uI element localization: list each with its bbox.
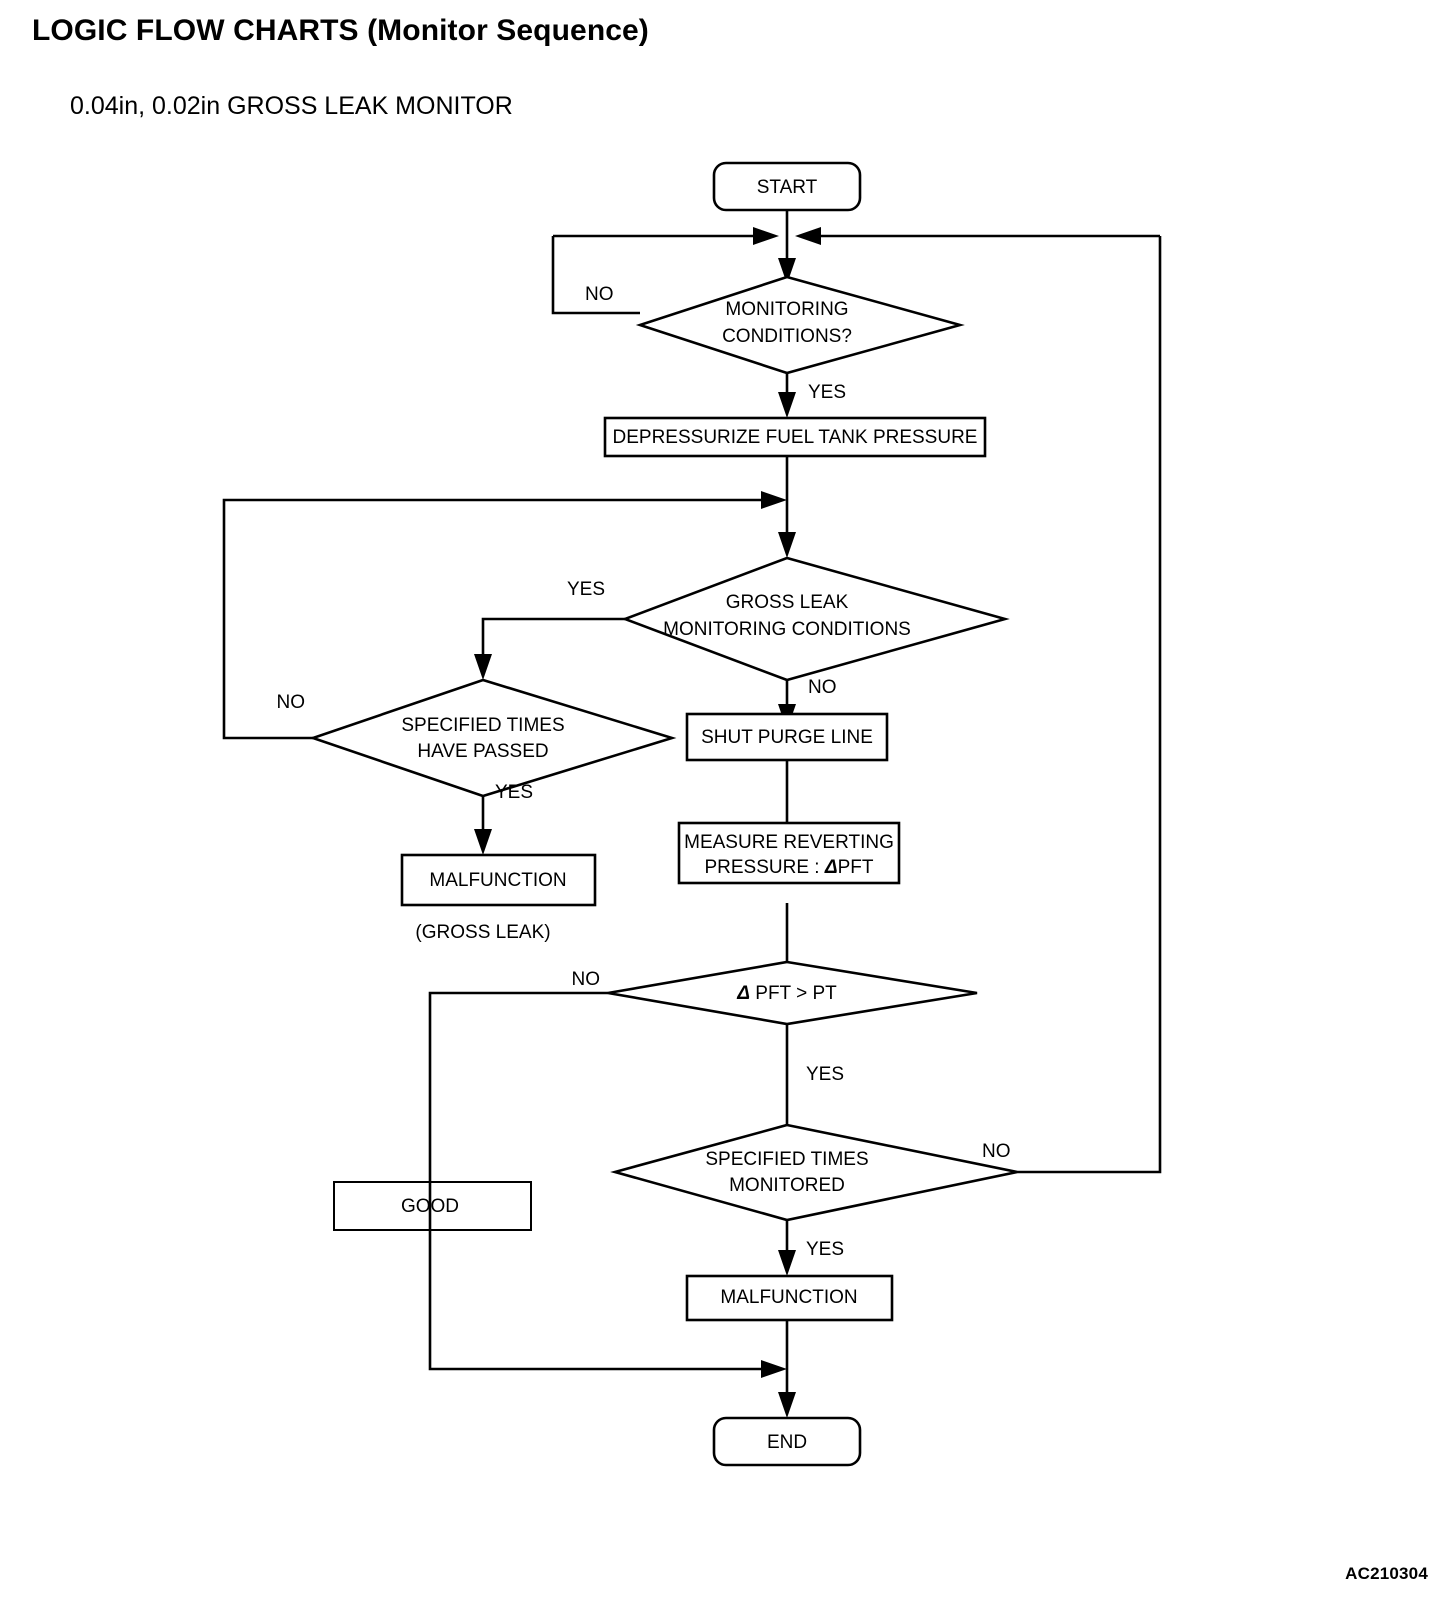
node-shut-purge-line-label: SHUT PURGE LINE (701, 727, 873, 748)
node-good[interactable] (333, 1181, 532, 1231)
node-gross-leak-line2: MONITORING CONDITIONS (663, 619, 911, 640)
node-good-label: GOOD (401, 1196, 459, 1217)
arrowhead-into-malf-end (778, 1250, 796, 1276)
node-measure-line2: PRESSURE : ΔPFT (704, 857, 873, 878)
page-subtitle: 0.04in, 0.02in GROSS LEAK MONITOR (70, 92, 513, 120)
edge-gross-cond-yes (481, 617, 625, 676)
arrowhead-into-end (778, 1392, 796, 1418)
node-malfunction-gross-leak-label: MALFUNCTION (429, 870, 566, 891)
node-end[interactable] (712, 1416, 862, 1467)
node-measure-line1: MEASURE REVERTING (684, 832, 894, 853)
node-monitoring-conditions[interactable] (635, 275, 965, 375)
edge-label-mon-cond-yes: YES (808, 382, 846, 403)
delta-symbol-icon: Δ (824, 857, 838, 878)
node-depressurize-label: DEPRESSURIZE FUEL TANK PRESSURE (613, 427, 978, 448)
node-times-monitored-line1: SPECIFIED TIMES (705, 1149, 868, 1170)
node-measure-line2-text: PRESSURE : (704, 857, 824, 878)
node-times-passed-line1: SPECIFIED TIMES (401, 715, 564, 736)
arrowhead-into-gross-cond (778, 532, 796, 558)
node-malfunction-gross-leak[interactable] (400, 853, 597, 907)
node-specified-times-have-passed[interactable] (308, 678, 677, 798)
edge-label-pft-no: NO (572, 969, 601, 990)
node-specified-times-monitored[interactable] (610, 1123, 1018, 1222)
edge-mon-cond-no-return (551, 234, 775, 315)
arrowhead-left-return-into-junction (753, 227, 779, 245)
node-measure-line2-trailing: PFT (838, 857, 874, 878)
node-depressurize[interactable] (603, 416, 987, 458)
node-malfunction-end-label: MALFUNCTION (720, 1287, 857, 1308)
node-start[interactable] (712, 161, 862, 212)
document-code: AC210304 (1345, 1564, 1428, 1583)
page-title: LOGIC FLOW CHARTS (Monitor Sequence) (32, 14, 649, 47)
node-measure-reverting-pressure[interactable] (677, 821, 901, 885)
node-times-passed-line2: HAVE PASSED (417, 741, 548, 762)
edge-label-gross-cond-no: NO (808, 677, 837, 698)
node-pft-comparison[interactable] (607, 960, 978, 1026)
arrowhead-into-malf-gross (474, 829, 492, 855)
edge-label-pft-yes: YES (806, 1064, 844, 1085)
arrowhead-bottom-rail-into-spine (761, 1360, 787, 1378)
arrowhead-into-mon-cond (778, 258, 796, 284)
arrowhead-loop-into-spine (761, 491, 787, 509)
node-pft-comparison-trailing: PFT > PT (750, 983, 837, 1004)
node-shut-purge-line[interactable] (685, 712, 889, 762)
edge-times-mon-no-return (799, 234, 1162, 1174)
edge-label-times-passed-yes: YES (495, 782, 533, 803)
edge-label-times-passed-no: NO (277, 692, 306, 713)
arrowhead-right-return-into-junction (795, 227, 821, 245)
node-monitoring-conditions-line1: MONITORING (725, 299, 848, 320)
arrowhead-into-times-passed (474, 654, 492, 680)
node-pft-comparison-label: Δ PFT > PT (736, 983, 837, 1004)
arrowhead-into-depress (778, 392, 796, 418)
edge-label-times-mon-no: NO (982, 1141, 1011, 1162)
node-monitoring-conditions-line2: CONDITIONS? (722, 326, 852, 347)
node-malfunction-end[interactable] (685, 1274, 894, 1322)
edge-times-passed-no-loop (222, 498, 772, 740)
node-gross-leak-monitoring-conditions[interactable] (621, 556, 1010, 682)
node-gross-leak-line1: GROSS LEAK (726, 592, 849, 613)
edge-label-mon-cond-no: NO (585, 284, 614, 305)
node-times-monitored-line2: MONITORED (729, 1175, 845, 1196)
edge-label-times-mon-yes: YES (806, 1239, 844, 1260)
node-start-label: START (757, 177, 818, 198)
edge-label-gross-cond-yes: YES (567, 579, 605, 600)
delta-symbol-icon-2: Δ (736, 983, 750, 1004)
node-gross-leak-note: (GROSS LEAK) (415, 922, 550, 943)
node-end-label: END (767, 1432, 807, 1453)
